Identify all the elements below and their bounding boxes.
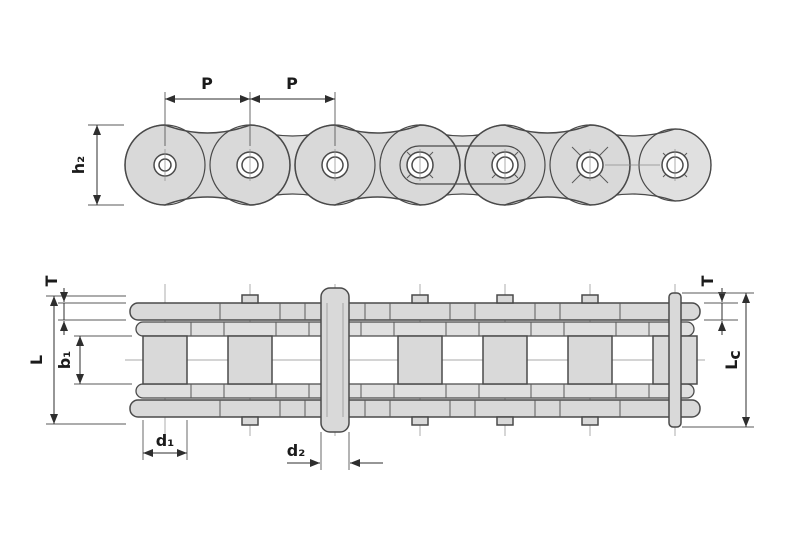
overall-width-dimension: L: [27, 295, 126, 425]
pitch-label-right: P: [286, 74, 298, 93]
inner-plate-top: [135, 321, 695, 337]
inner-plate-bottom: [135, 383, 695, 399]
connecting-pin: [320, 287, 350, 433]
thickness-label-left: T: [42, 275, 61, 286]
plate-seams: [190, 303, 650, 417]
overall-width-label: L: [27, 355, 46, 365]
pin-diameter-dimension: d₂: [287, 432, 383, 470]
pin-diameter-label: d₂: [287, 441, 305, 460]
thickness-dimension-right: T: [698, 275, 738, 335]
outer-plate-top: [129, 302, 701, 321]
pin-length-dimension: Lc: [682, 292, 754, 428]
inner-width-label: b₁: [55, 351, 74, 369]
side-view: P P h₂: [69, 74, 712, 206]
pin-heads: [241, 294, 599, 426]
pin-length-label: Lc: [722, 350, 744, 370]
thickness-dimension-left: T: [42, 275, 126, 335]
thickness-label-right: T: [698, 275, 717, 286]
outer-plate-bottom: [129, 399, 701, 418]
roller-diameter-dimension: d₁: [142, 420, 188, 460]
end-pin: [668, 292, 682, 428]
side-view-centerlines: [164, 149, 676, 181]
plan-view: L b₁ T T Lc: [27, 275, 754, 470]
plate-height-dimension: h₂: [69, 124, 124, 206]
outer-link-plates: [124, 124, 631, 206]
roller-diameter-label: d₁: [156, 431, 174, 450]
inner-width-dimension: b₁: [55, 335, 132, 385]
pitch-dimension: P P: [164, 74, 336, 146]
pitch-label-left: P: [201, 74, 213, 93]
plate-height-label: h₂: [69, 156, 88, 174]
